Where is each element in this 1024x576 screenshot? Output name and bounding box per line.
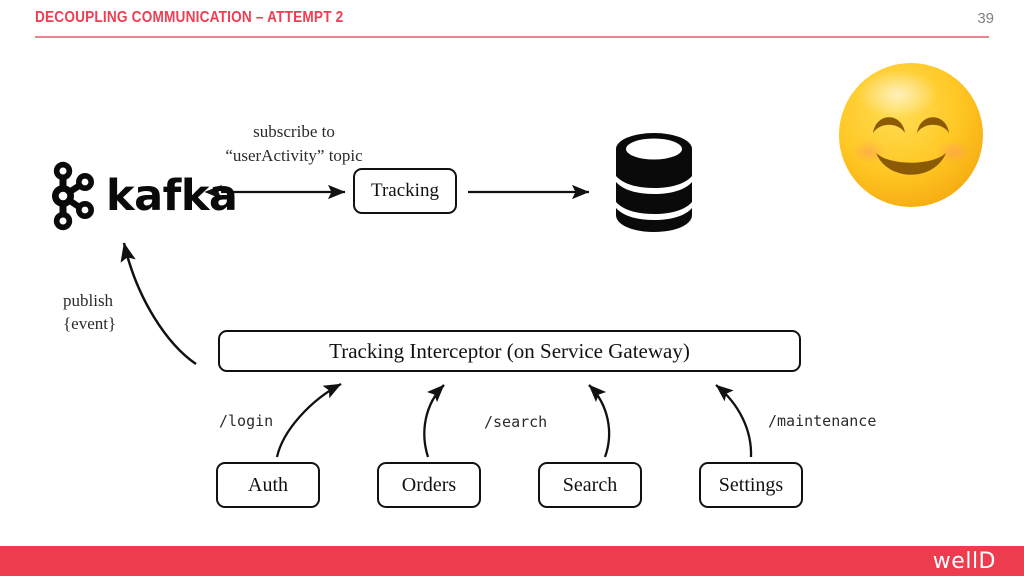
publish-annotation: publish {event} [63, 289, 116, 335]
arrow-orders-to-interceptor [423, 384, 445, 458]
kafka-wordmark: kafka [106, 171, 238, 221]
service-box-search[interactable]: Search [538, 462, 642, 508]
publish-line-1: publish [63, 291, 114, 310]
welld-logo: wellD [932, 549, 996, 574]
route-label-login: /login [219, 412, 274, 430]
slide-footer [0, 546, 1024, 576]
node-tracking-interceptor[interactable]: Tracking Interceptor (on Service Gateway… [218, 330, 801, 372]
service-box-orders[interactable]: Orders [377, 462, 481, 508]
arrow-publish-to-kafka [120, 242, 197, 366]
database-cylinder-icon [616, 133, 692, 232]
arrow-auth-to-interceptor [275, 382, 342, 458]
kafka-logo: kafka [44, 158, 238, 234]
node-tracking[interactable]: Tracking [353, 168, 457, 214]
subscribe-line-2: “userActivity” topic [225, 146, 363, 165]
slide-header: DECOUPLING COMMUNICATION – ATTEMPT 2 39 [0, 0, 1024, 40]
arrow-search-to-interceptor [588, 384, 611, 458]
service-box-settings[interactable]: Settings [699, 462, 803, 508]
smiling-face-with-smiling-eyes-emoji [839, 63, 983, 207]
route-label-search: /search [484, 413, 548, 431]
page-title: DECOUPLING COMMUNICATION – ATTEMPT 2 [35, 9, 344, 26]
route-label-maintenance: /maintenance [768, 412, 877, 430]
service-box-auth[interactable]: Auth [216, 462, 320, 508]
subscribe-line-1: subscribe to [253, 122, 335, 141]
page-number: 39 [977, 10, 994, 27]
publish-line-2: {event} [63, 314, 117, 333]
arrow-settings-to-interceptor [715, 384, 753, 458]
kafka-logo-icon [52, 161, 94, 231]
header-divider [35, 36, 989, 38]
subscribe-annotation: subscribe to “userActivity” topic [199, 120, 389, 168]
